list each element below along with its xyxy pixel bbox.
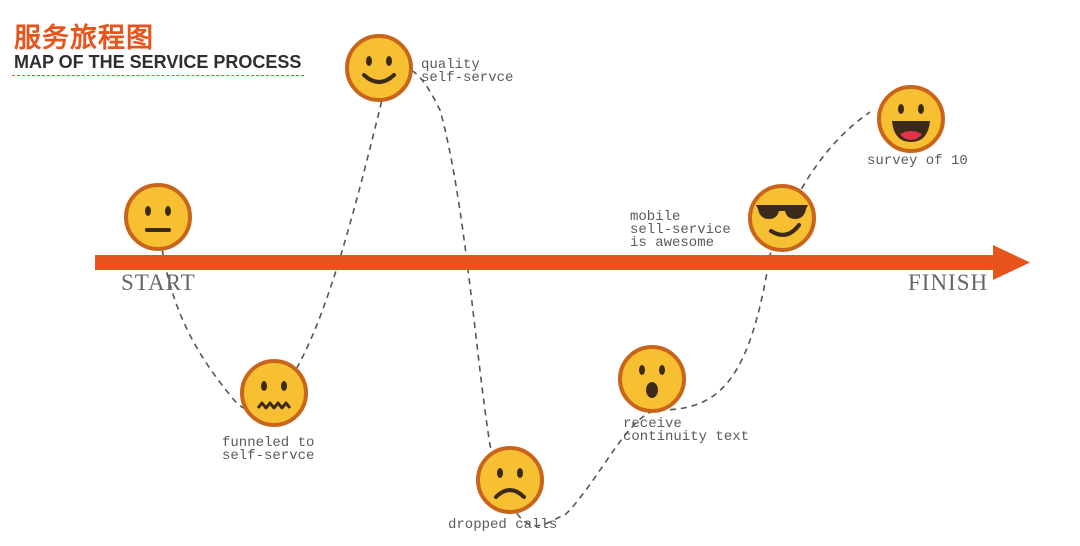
- smiling-face-icon: [345, 34, 413, 102]
- sad-face-icon: [476, 446, 544, 514]
- cool-sunglasses-face-icon: [748, 184, 816, 252]
- page-title-english: MAP OF THE SERVICE PROCESS: [14, 52, 302, 72]
- surprised-face-icon: [618, 345, 686, 413]
- note-mobile: mobile sell-service is awesome: [630, 209, 731, 251]
- worried-face-icon: [240, 359, 308, 427]
- neutral-face-icon: [124, 183, 192, 251]
- timeline-bar: [95, 255, 995, 270]
- title-underline: [12, 75, 304, 76]
- laughing-face-icon: [877, 85, 945, 153]
- note-receive: receive continuity text: [623, 416, 750, 445]
- finish-label: FINISH: [908, 270, 989, 295]
- start-label: START: [121, 270, 196, 295]
- note-quality: quality self-servce: [421, 57, 514, 86]
- timeline-arrowhead: [993, 245, 1030, 280]
- note-dropped: dropped calls: [448, 517, 558, 533]
- timeline-arrow: [95, 245, 1030, 280]
- note-survey: survey of 10: [867, 153, 968, 169]
- note-funneled: funneled to self-servce: [222, 435, 315, 464]
- page-title-chinese: 服务旅程图: [14, 23, 154, 54]
